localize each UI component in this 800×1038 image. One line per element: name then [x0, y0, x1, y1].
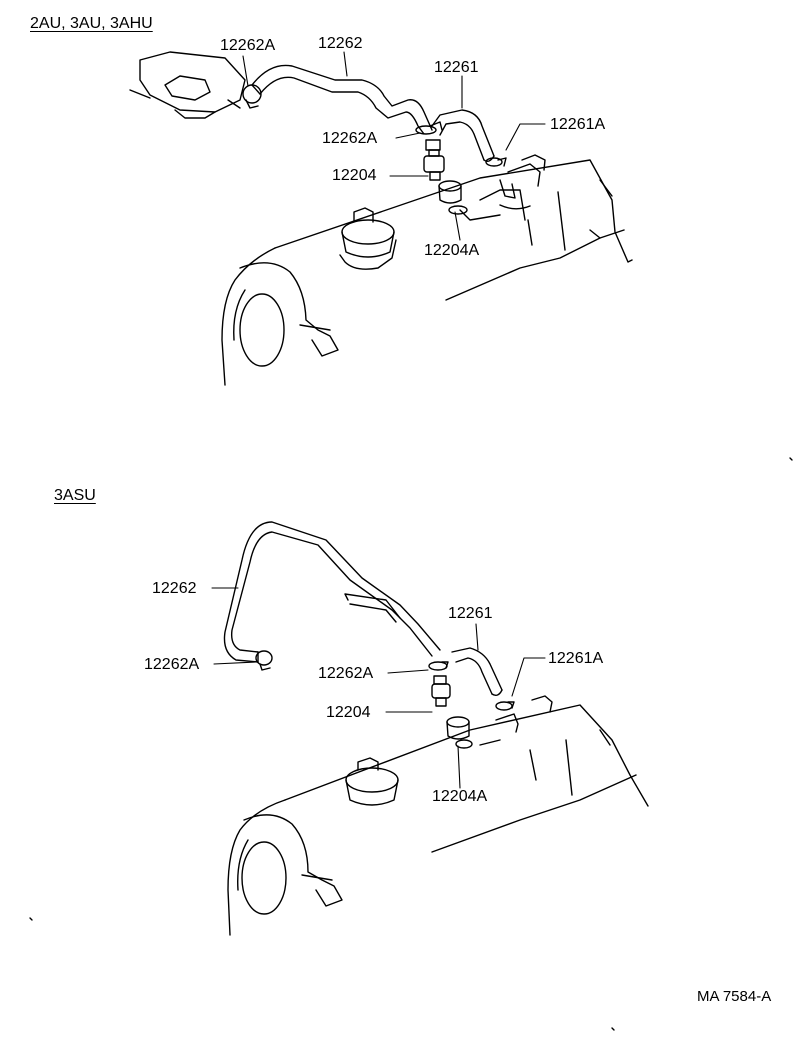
stray-mark: [789, 457, 793, 461]
heading-top: 2AU, 3AU, 3AHU: [30, 15, 153, 32]
label-top-grommet: 12204A: [424, 242, 480, 259]
breather-hose-12262: [251, 64, 433, 135]
label-bottom-pcv-valve: 12204: [326, 704, 371, 721]
bottom-leader-lines: [211, 587, 546, 789]
label-bottom-grommet: 12204A: [432, 788, 488, 805]
intake-bracket: [129, 51, 246, 119]
top-engine-assembly: [129, 51, 633, 386]
breather-hose-12262-lower: [223, 521, 441, 663]
pcv-valve-lower: [431, 675, 451, 707]
label-top-clamp-mid: 12262A: [322, 130, 378, 147]
label-bottom-clamp-mid: 12262A: [318, 665, 374, 682]
bottom-engine-assembly: [223, 521, 649, 936]
figure-code: MA 7584-A: [697, 988, 772, 1005]
label-top-hose-main: 12262: [318, 35, 363, 52]
cylinder-head-cover-lower: [227, 695, 649, 936]
top-leader-lines: [242, 51, 546, 241]
label-top-pcv-valve: 12204: [332, 167, 377, 184]
pcv-hose-12261: [431, 109, 495, 163]
pcv-valve: [423, 139, 445, 181]
branch-tube: [344, 593, 401, 623]
cylinder-head-cover: [221, 154, 633, 386]
label-bottom-clamp-right: 12261A: [548, 650, 604, 667]
stray-mark: [611, 1027, 615, 1031]
grommet: [438, 180, 468, 215]
label-top-clamp-left: 12262A: [220, 37, 276, 54]
clamp-mid-lower: [428, 661, 449, 671]
clamp-left: [242, 84, 262, 109]
heading-bottom: 3ASU: [54, 487, 96, 504]
label-bottom-hose-pcv: 12261: [448, 605, 493, 622]
clamp-mid: [415, 121, 443, 135]
clamp-left-lower: [255, 650, 273, 671]
grommet-lower: [446, 716, 473, 749]
pcv-hose-12261-lower: [451, 647, 503, 697]
label-top-clamp-right: 12261A: [550, 116, 606, 133]
clamp-right: [485, 157, 507, 167]
stray-mark: [29, 917, 33, 921]
label-top-hose-pcv: 12261: [434, 59, 479, 76]
label-bottom-hose-main: 12262: [152, 580, 197, 597]
clamp-right-lower: [495, 701, 515, 711]
label-bottom-clamp-left: 12262A: [144, 656, 200, 673]
